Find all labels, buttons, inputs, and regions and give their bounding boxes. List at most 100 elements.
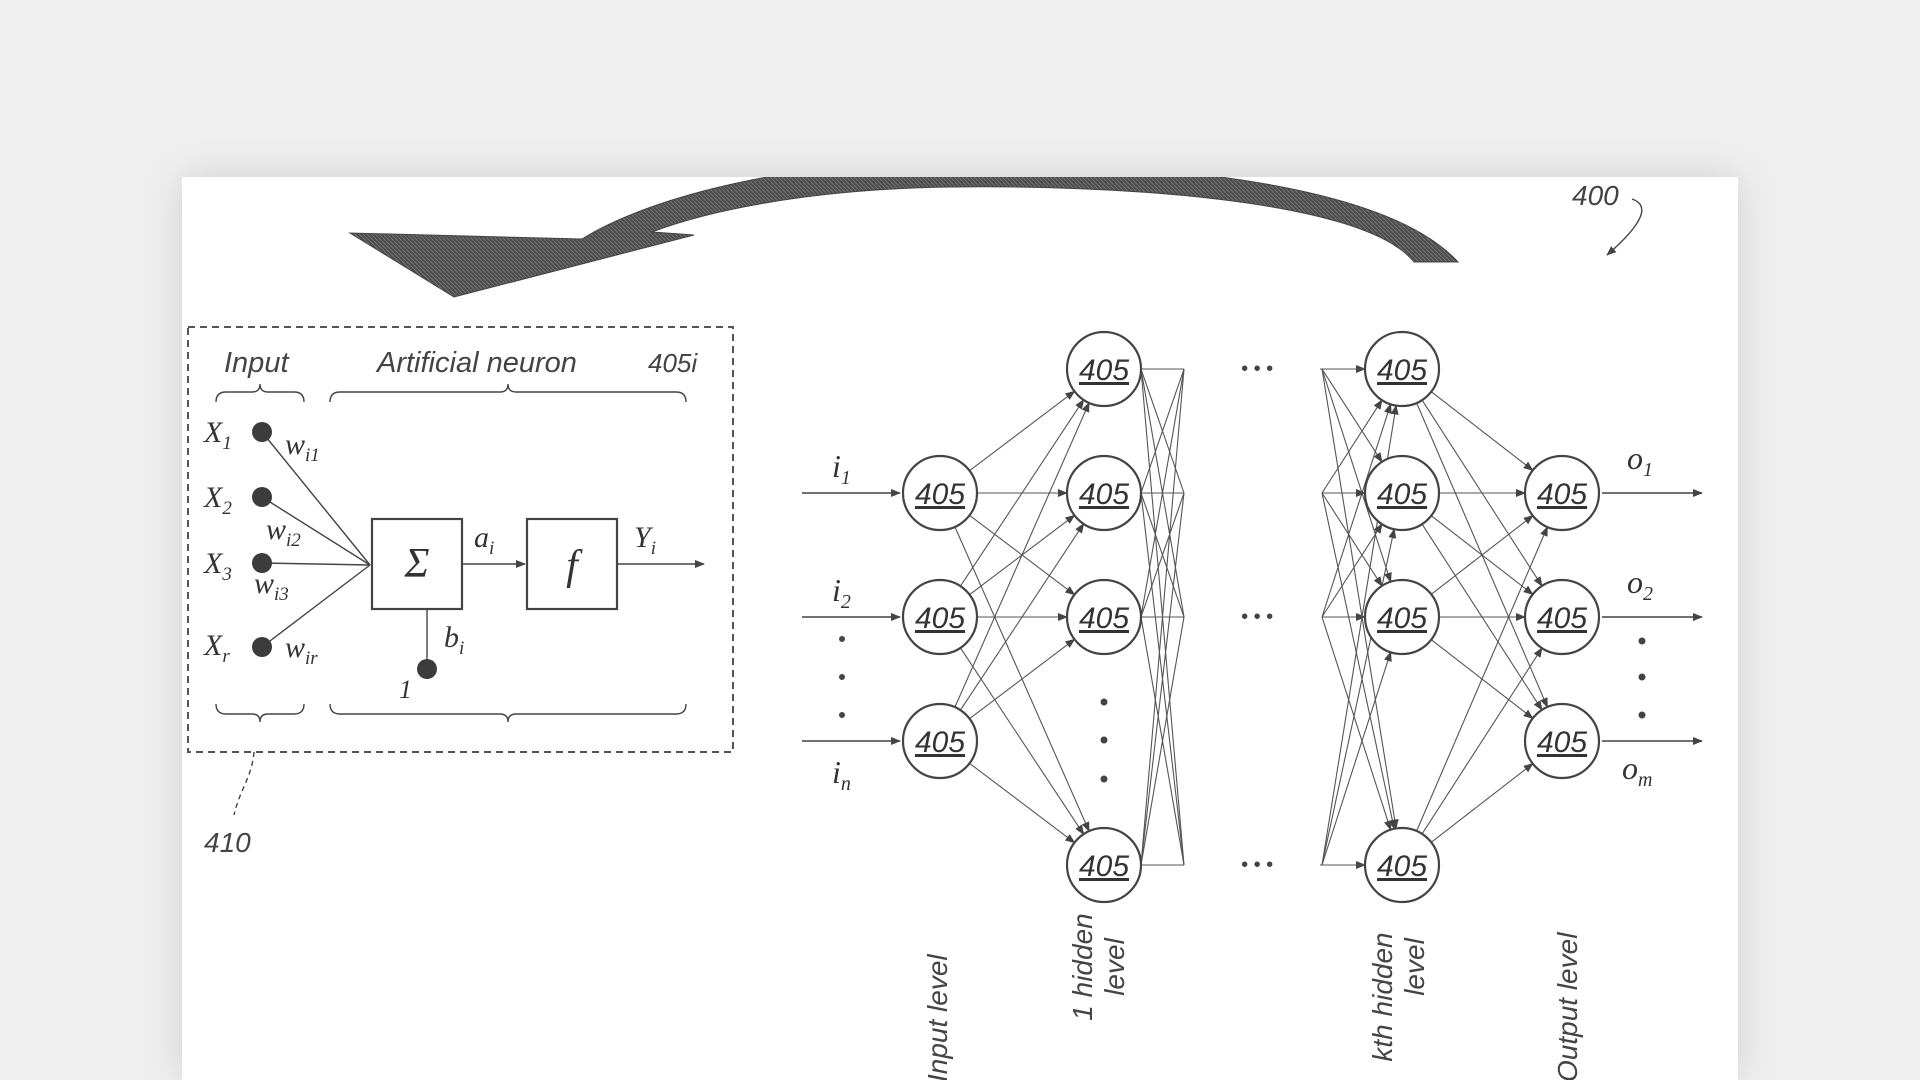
edge-input-to-hidden1 [969,390,1076,472]
node-label: 405 [915,726,965,759]
network-node-output: 405 [1523,578,1601,656]
edge-to-hiddenk [1321,523,1383,618]
output-level-label: Output level [1552,932,1583,1080]
neuron-inputs [252,422,371,657]
node-label: 405 [1537,478,1587,511]
w-ir-label: wir [285,631,318,669]
network-inputs [802,489,901,745]
input-vertical-ellipsis [839,636,845,718]
hiddenk-level-label-line2: level [1399,937,1430,995]
node-label: 405 [1079,850,1129,883]
network-node-h1: 405 [1065,578,1143,656]
edge-input-to-hidden1 [959,399,1085,587]
hidden-vertical-ellipsis [1100,698,1108,783]
node-label: 405 [1079,602,1129,635]
input-level-label: Input level [922,954,953,1080]
edge-hidden1-outgoing [1140,492,1185,866]
edge-hiddenk-to-output [1430,391,1534,471]
bias-input-label: 1 [399,675,412,704]
edge-to-hiddenk [1321,492,1383,587]
bias-dot [417,659,437,679]
node-label: 405 [1377,478,1427,511]
edge-to-hiddenk [1321,616,1392,831]
node-circle [1523,454,1601,532]
neuron-title: Artificial neuron [375,347,577,379]
bias-label: bi [444,621,464,659]
node-label: 405 [1079,478,1129,511]
node-label: 405 [1079,354,1129,387]
edge-input-to-hidden1 [969,762,1076,844]
w-i1-label: wi1 [285,428,320,466]
input-in-label: in [832,754,851,795]
network-node-hk: 405 [1363,330,1441,408]
xr-label: Xr [203,629,230,667]
feedback-arrow-body [348,177,1460,298]
sigma-symbol: Σ [404,541,430,587]
patent-figure-sheet: 400 Input Artificial neuron 405i X1 X2 X… [182,177,1738,1080]
x2-label: X2 [203,481,232,519]
edge-hidden1-outgoing [1140,492,1185,618]
network-node-h1: 405 [1065,454,1143,532]
ellipsis-bottom: • • • [1241,854,1273,876]
network-node-hk: 405 [1363,454,1441,532]
edge-hidden1-outgoing [1140,368,1185,494]
edge-to-hiddenk [1321,368,1383,463]
edge-input-to-hidden1 [959,647,1085,835]
network-node-output: 405 [1523,454,1601,532]
figure-ref-label: 400 [1572,180,1619,211]
activation-label: ai [474,521,494,559]
edge-hiddenk-to-output [1430,515,1534,595]
hidden1-level-label-line1: 1 hidden [1067,913,1098,1020]
node-circle [1065,454,1143,532]
edge-to-hiddenk [1321,368,1392,583]
figure-ref-leader [1606,198,1643,256]
activation-function-box [525,517,619,611]
network-node-input: 405 [901,702,979,780]
w-i2-label: wi2 [266,513,301,551]
node-label: 405 [1377,850,1427,883]
input-dot-2 [252,487,272,507]
neuron-inset-box [187,326,734,753]
inset-ref-label: 410 [204,827,251,858]
output-om-label: om [1622,750,1652,791]
input-dot-r [252,637,272,657]
network-edges [954,365,1548,869]
edge-input-to-hidden1 [969,638,1076,720]
node-circle [901,454,979,532]
edge-hiddenk-to-output [1430,763,1534,843]
network-node-h1: 405 [1065,330,1143,408]
node-circle [901,702,979,780]
neuron-ref-label: 405i [648,348,698,378]
output-label: Yi [634,521,656,559]
edge-hidden1-outgoing [1140,368,1185,618]
output-o2-label: o2 [1627,564,1653,605]
edge-hiddenk-to-output [1421,647,1543,835]
network-node-input: 405 [901,578,979,656]
edge-to-hiddenk [1321,528,1397,866]
edge-hidden1-outgoing [1140,368,1185,866]
input-brace-top [215,383,305,403]
input-dot-1 [252,422,272,442]
node-label: 405 [1537,602,1587,635]
edge-to-hiddenk [1321,399,1383,494]
hidden1-level-label-line2: level [1099,937,1130,995]
node-circle [1065,330,1143,408]
node-circle [1523,702,1601,780]
summation-box [370,517,464,611]
input-i2-label: i2 [832,572,851,613]
neuron-brace-top [329,383,687,403]
output-vertical-ellipsis [1638,637,1646,719]
edge-hiddenk-to-output [1416,526,1548,832]
node-circle [1065,578,1143,656]
node-label: 405 [1377,354,1427,387]
output-o1-label: o1 [1627,440,1653,481]
node-circle [1523,578,1601,656]
edge-to-hiddenk [1321,492,1397,830]
node-circle [1363,826,1441,904]
input-dot-3 [252,553,272,573]
node-circle [1363,578,1441,656]
network-nodes: 4054054054054054054054054054054054054054… [901,330,1601,904]
node-circle [901,578,979,656]
w-i3-label: wi3 [254,567,289,605]
neural-network-diagram: 400 Input Artificial neuron 405i X1 X2 X… [187,177,1703,1080]
